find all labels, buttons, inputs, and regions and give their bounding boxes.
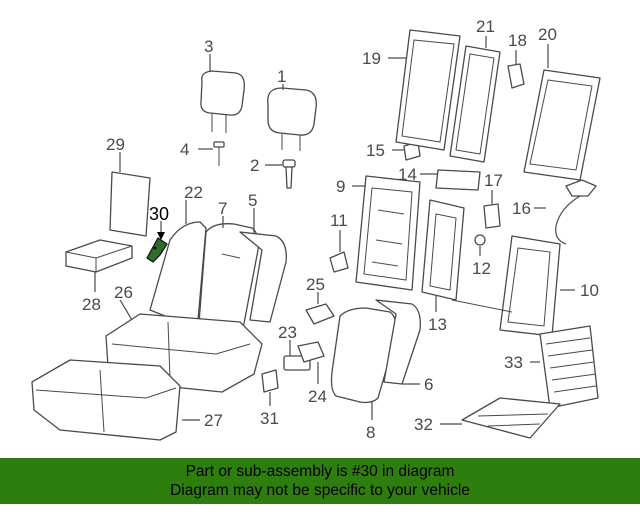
label-29: 29 xyxy=(106,135,125,154)
part-5-seatback-panel[interactable] xyxy=(239,231,287,323)
label-27: 27 xyxy=(204,411,223,430)
part-25-bracket[interactable] xyxy=(305,303,335,325)
part-10-seatback-frame[interactable] xyxy=(451,235,561,337)
part-17-bracket[interactable] xyxy=(483,203,501,229)
part-12-washer[interactable] xyxy=(474,234,486,246)
label-2: 2 xyxy=(250,156,259,175)
seat-parts-diagram: 3 1 4 2 29 28 22 7 5 26 27 25 23 24 31 8… xyxy=(31,17,601,442)
label-8: 8 xyxy=(366,423,375,442)
leader-lines xyxy=(94,36,575,425)
part-9-seatback-frame[interactable] xyxy=(355,175,421,291)
banner-line-1: Part or sub-assembly is #30 in diagram xyxy=(185,463,455,480)
label-28: 28 xyxy=(82,295,101,314)
part-31-bracket[interactable] xyxy=(261,369,279,393)
part-28-armrest[interactable] xyxy=(65,239,133,273)
label-7: 7 xyxy=(218,199,227,218)
label-19: 19 xyxy=(362,49,381,68)
part-2-headrest-guide[interactable] xyxy=(282,159,296,189)
part-20-back-panel[interactable] xyxy=(523,69,601,181)
label-30-highlighted: 30 xyxy=(149,204,169,224)
part-22-side-bolster[interactable] xyxy=(149,221,207,321)
label-22: 22 xyxy=(184,183,203,202)
part-13-seatback-frame[interactable] xyxy=(421,199,465,301)
part-29-panel[interactable] xyxy=(109,171,151,237)
label-10: 10 xyxy=(580,281,599,300)
part-21-back-panel[interactable] xyxy=(449,45,501,163)
label-3: 3 xyxy=(204,37,213,56)
part-27-seat-cushion[interactable] xyxy=(31,359,181,441)
part-19-back-panel[interactable] xyxy=(395,29,461,151)
part-30-highlighted[interactable] xyxy=(146,237,168,263)
label-24: 24 xyxy=(308,387,327,406)
part-18-clip[interactable] xyxy=(507,63,525,89)
label-11: 11 xyxy=(330,211,348,230)
part-14-trim[interactable] xyxy=(435,169,481,191)
part-6-seatback-cover[interactable] xyxy=(375,299,421,385)
label-14: 14 xyxy=(398,165,417,184)
label-6: 6 xyxy=(424,375,433,394)
label-1: 1 xyxy=(277,67,286,86)
part-3-headrest[interactable] xyxy=(200,70,245,133)
label-18: 18 xyxy=(508,31,527,50)
label-20: 20 xyxy=(538,25,557,44)
label-16: 16 xyxy=(512,199,531,218)
banner-line-2: Diagram may not be specific to your vehi… xyxy=(170,482,470,499)
label-12: 12 xyxy=(472,259,491,278)
label-5: 5 xyxy=(248,191,257,210)
label-32: 32 xyxy=(414,415,433,434)
part-24-bracket[interactable] xyxy=(297,341,325,363)
part-11-bracket[interactable] xyxy=(329,251,349,273)
info-banner: Part or sub-assembly is #30 in diagram D… xyxy=(0,458,640,504)
part-32-heating-mat[interactable] xyxy=(461,397,561,439)
part-number-labels: 3 1 4 2 29 28 22 7 5 26 27 25 23 24 31 8… xyxy=(82,17,599,442)
label-25: 25 xyxy=(306,275,325,294)
label-33: 33 xyxy=(504,353,523,372)
label-15: 15 xyxy=(366,141,385,160)
part-33-heating-mat[interactable] xyxy=(539,325,599,409)
label-17: 17 xyxy=(484,171,503,190)
label-23: 23 xyxy=(278,323,297,342)
part-1-headrest[interactable] xyxy=(267,87,317,151)
label-4: 4 xyxy=(180,140,189,159)
label-26: 26 xyxy=(114,283,133,302)
part-4-headrest-guide[interactable] xyxy=(213,141,225,166)
label-21: 21 xyxy=(476,17,495,36)
part-16-latch-cable[interactable] xyxy=(555,179,597,245)
part-8-seatback[interactable] xyxy=(330,307,398,404)
label-31: 31 xyxy=(260,409,279,428)
label-13: 13 xyxy=(428,315,447,334)
label-9: 9 xyxy=(336,177,345,196)
